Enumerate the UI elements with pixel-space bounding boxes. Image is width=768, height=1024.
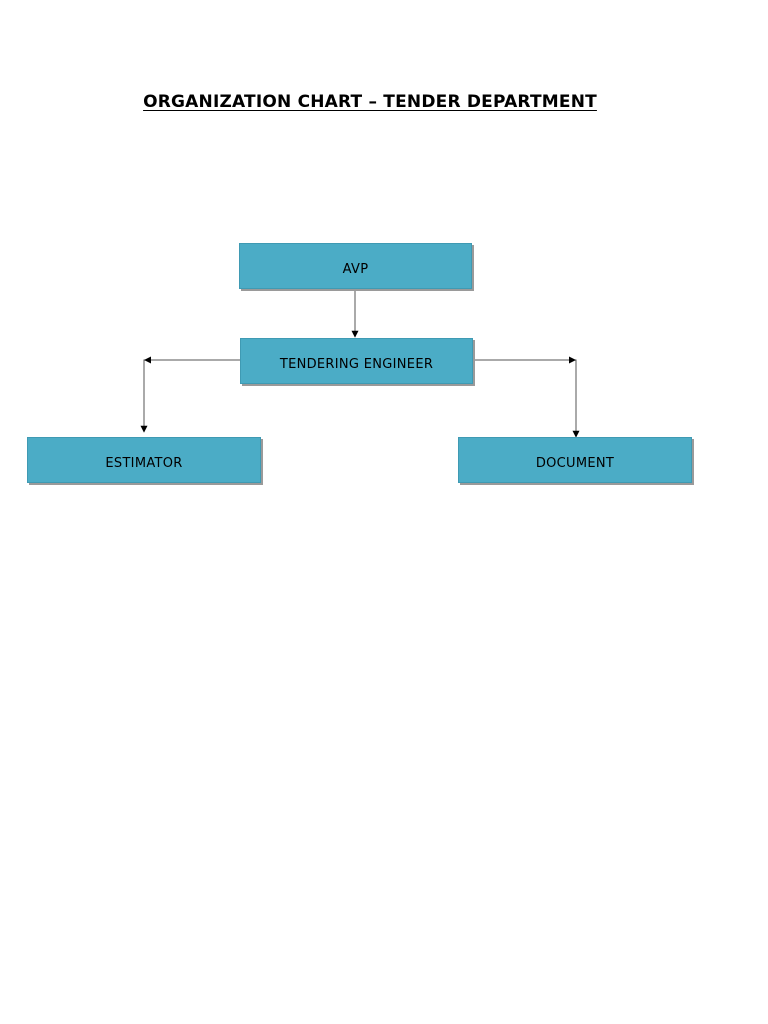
node-avp: AVP xyxy=(239,243,472,289)
node-tendering-engineer-label: TENDERING ENGINEER xyxy=(279,357,434,372)
edge-tendering-engineer-to-document xyxy=(471,359,580,438)
edge-tendering-engineer-to-estimator xyxy=(140,359,240,433)
page-title: ORGANIZATION CHART – TENDER DEPARTMENT xyxy=(143,92,597,112)
node-estimator: ESTIMATOR xyxy=(27,437,261,483)
arrowhead-left xyxy=(144,356,151,364)
node-estimator-label: ESTIMATOR xyxy=(105,456,183,471)
node-document-label: DOCUMENT xyxy=(535,456,615,471)
node-tendering-engineer: TENDERING ENGINEER xyxy=(240,338,473,384)
arrowhead-right xyxy=(569,356,576,364)
node-document: DOCUMENT xyxy=(458,437,692,483)
node-avp-label: AVP xyxy=(342,262,369,277)
